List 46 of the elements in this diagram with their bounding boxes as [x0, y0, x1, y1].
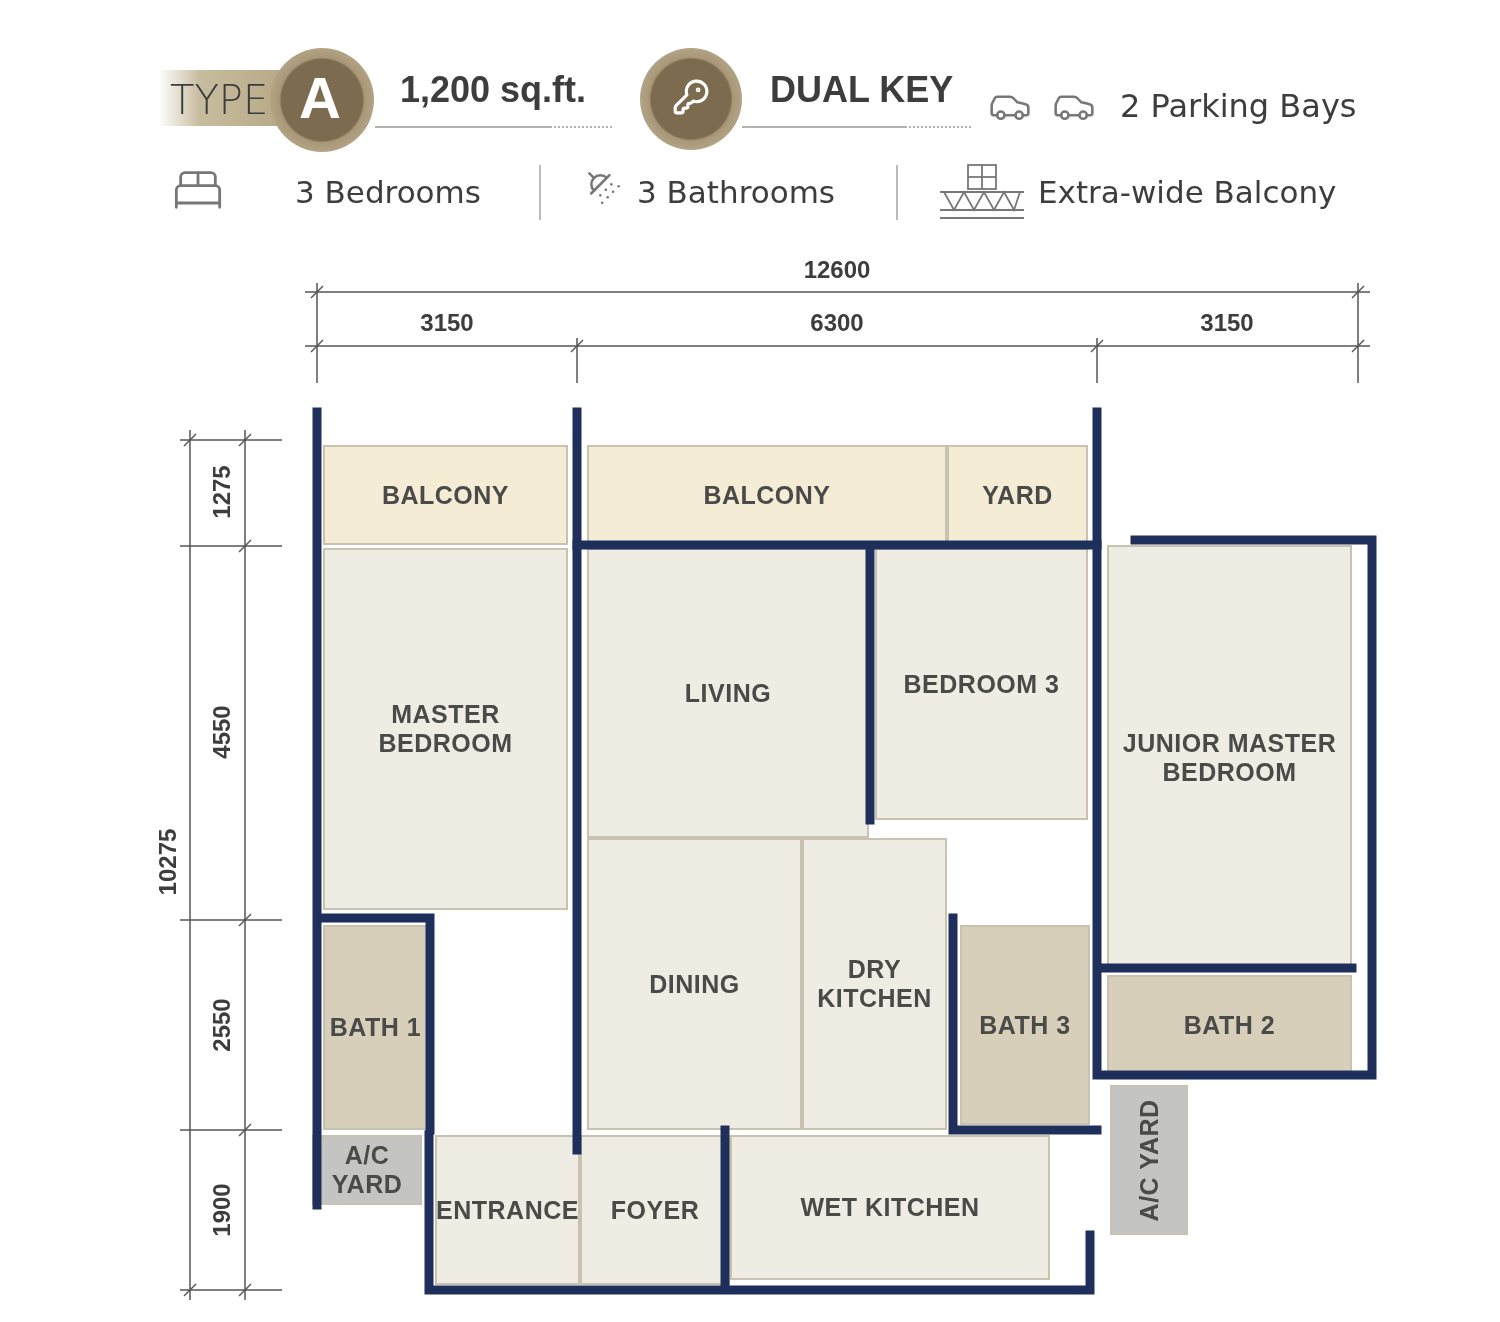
room-label: DINING — [649, 969, 740, 999]
room-area — [312, 1135, 422, 1205]
feature-text: TYPE — [170, 80, 269, 120]
room-label: ENTRANCE — [436, 1195, 579, 1225]
dimension-text: 2550 — [210, 998, 234, 1052]
room-label: BALCONY — [703, 480, 831, 510]
room-label: WET KITCHEN — [800, 1193, 980, 1222]
room-label: JUNIOR MASTER BEDROOM — [1121, 728, 1338, 787]
room-label: BATH 1 — [329, 1013, 422, 1042]
feature-text: DUAL KEY — [770, 72, 954, 108]
room-area — [587, 548, 869, 838]
room-area — [960, 925, 1090, 1125]
feature-text: 3 Bathrooms — [637, 177, 835, 208]
room-area — [435, 1135, 580, 1285]
dimension-text: 4550 — [210, 705, 234, 759]
room-area — [875, 548, 1088, 820]
room-label: A/C YARD — [330, 1141, 404, 1199]
room-area — [802, 838, 947, 1130]
dimension-text: 10275 — [156, 828, 180, 896]
room-label: BATH 2 — [1183, 1010, 1276, 1040]
room-label: LIVING — [684, 678, 772, 708]
feature-text: A — [299, 69, 341, 127]
room-area — [323, 445, 568, 545]
room-label: MASTER BEDROOM — [377, 700, 514, 758]
room-label: BEDROOM 3 — [903, 669, 1060, 699]
room-area — [323, 925, 428, 1130]
feature-text: 2 Parking Bays — [1120, 90, 1357, 122]
room-area — [730, 1135, 1050, 1280]
dimension-text: 1275 — [210, 465, 234, 519]
room-label: YARD — [982, 480, 1053, 510]
room-label: DRY KITCHEN — [816, 955, 933, 1013]
feature-text: 3 Bedrooms — [295, 177, 481, 208]
dimension-text: 3150 — [420, 311, 474, 335]
dimension-text: 1900 — [210, 1183, 234, 1237]
dimension-text: 3150 — [1200, 311, 1254, 335]
dimension-text: 6300 — [810, 311, 864, 335]
dimension-text: 12600 — [803, 258, 871, 282]
room-label: BALCONY — [381, 480, 510, 510]
room-area — [323, 548, 568, 910]
feature-text: Extra-wide Balcony — [1038, 177, 1337, 208]
room-area — [587, 838, 802, 1130]
room-area — [1110, 1085, 1188, 1235]
room-label: FOYER — [610, 1195, 700, 1225]
room-label: A/C YARD — [1134, 1098, 1164, 1222]
feature-text: 1,200 sq.ft. — [400, 72, 587, 108]
room-label: BATH 3 — [979, 1010, 1071, 1040]
